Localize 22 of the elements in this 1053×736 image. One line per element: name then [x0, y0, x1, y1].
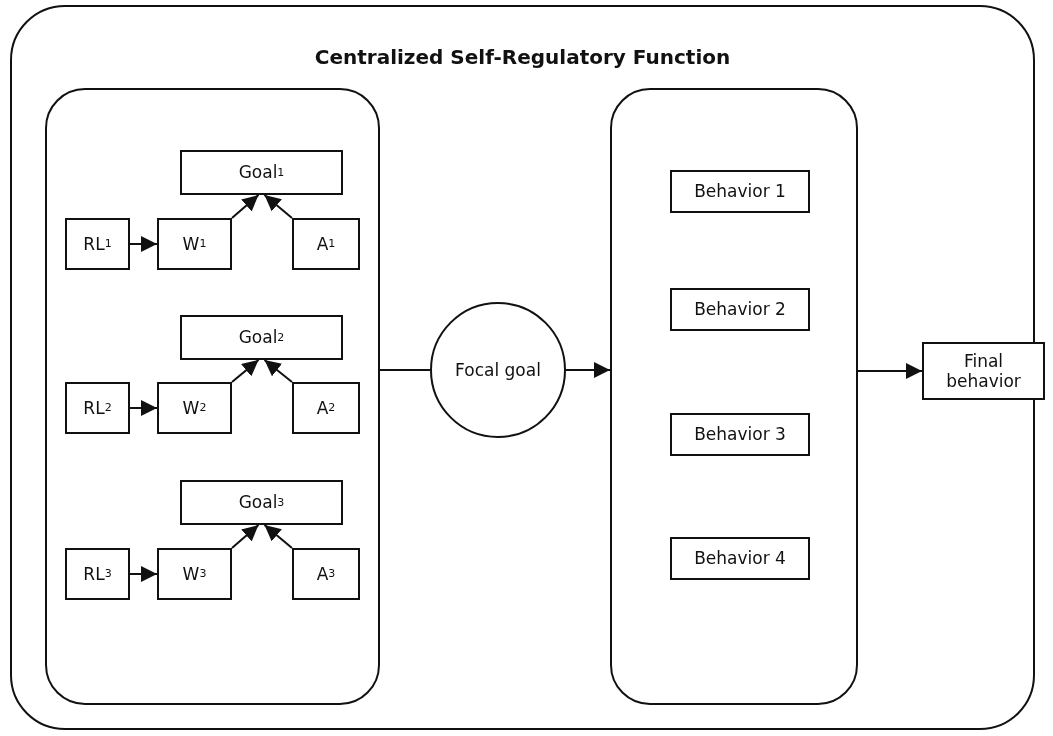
arrow — [263, 524, 293, 549]
arrow — [129, 566, 158, 582]
label-box: Behavior 1 — [670, 170, 810, 213]
arrow — [565, 362, 611, 378]
label-box: Behavior 4 — [670, 537, 810, 580]
label-box: Final behavior — [922, 342, 1045, 400]
arrow — [231, 194, 260, 219]
label-box: Behavior 3 — [670, 413, 810, 456]
label-box: Behavior 2 — [670, 288, 810, 331]
group-panel — [45, 88, 380, 705]
group-panel — [610, 88, 858, 705]
arrow — [129, 236, 158, 252]
arrow — [263, 194, 293, 219]
connector-line — [379, 369, 431, 371]
arrow — [231, 524, 260, 549]
arrow — [857, 363, 923, 379]
panel-title: Centralized Self-Regulatory Function — [313, 45, 732, 69]
arrow — [129, 400, 158, 416]
focal-circle: Focal goal — [430, 302, 566, 438]
outer-panel — [10, 5, 1035, 730]
arrow — [263, 359, 293, 383]
arrow — [231, 359, 260, 383]
